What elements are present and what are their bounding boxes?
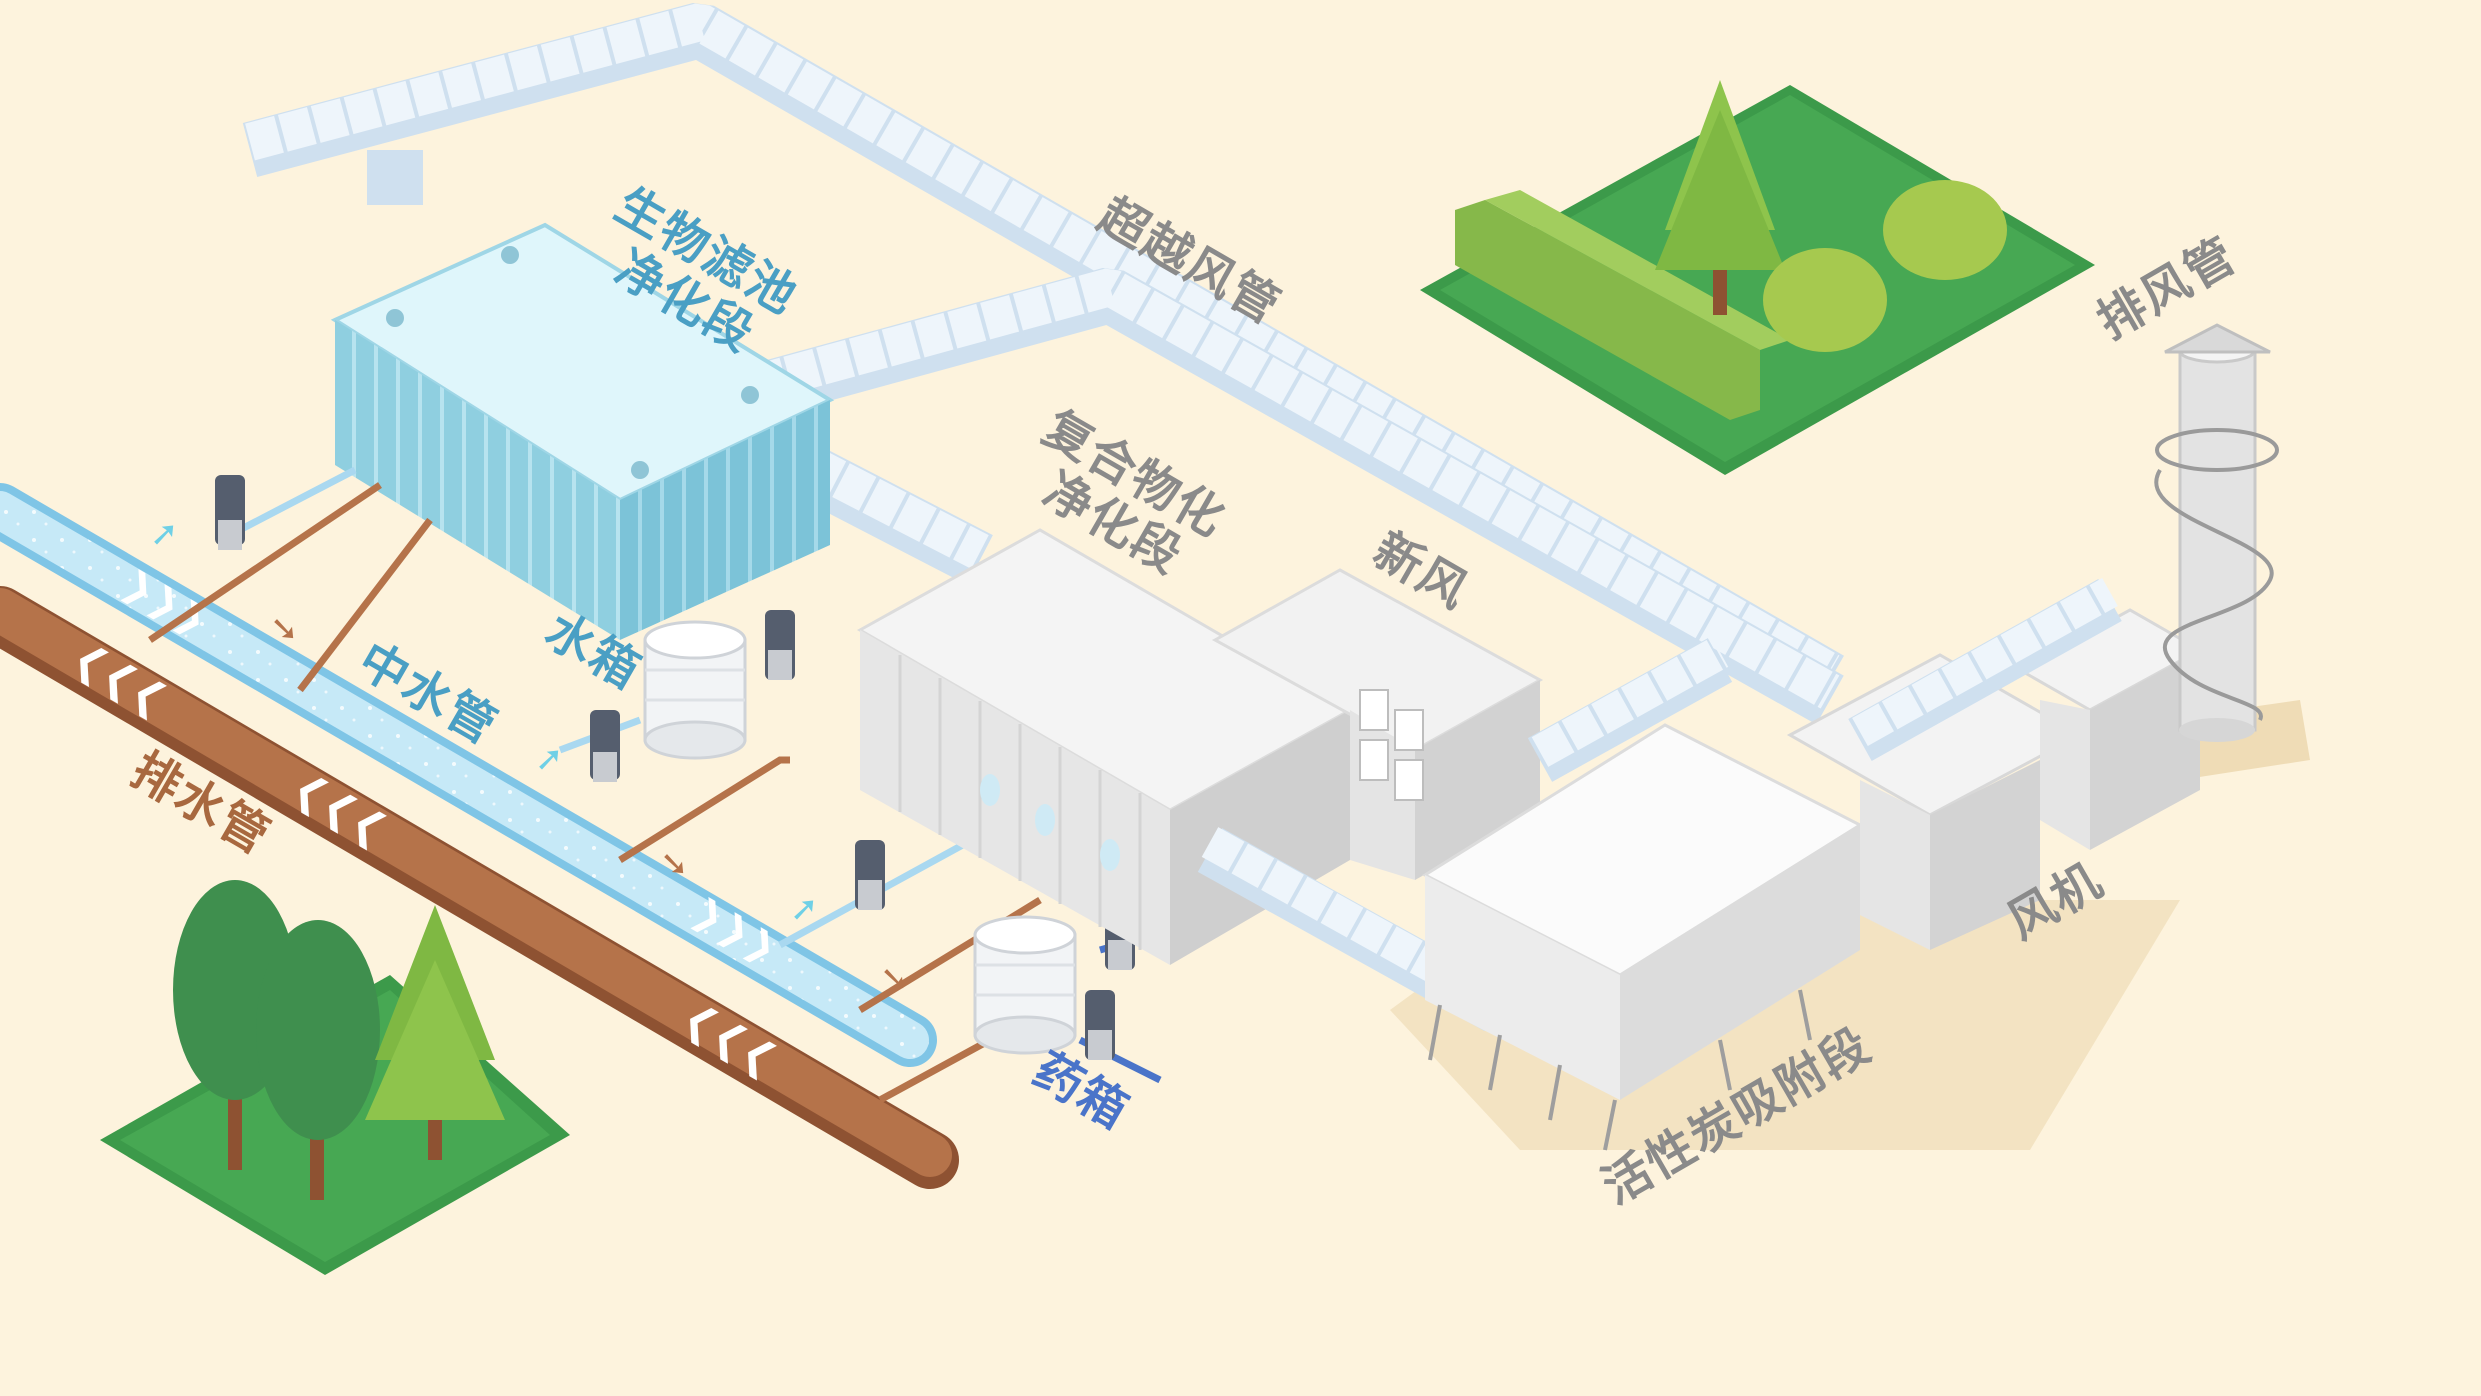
tree-plot-top <box>1420 80 2095 475</box>
chemical-tank[interactable] <box>973 915 1077 1055</box>
activated-carbon-unit[interactable] <box>1421 723 1864 1151</box>
pump[interactable] <box>590 710 620 782</box>
pump[interactable] <box>1085 990 1115 1060</box>
water-tank[interactable] <box>643 620 747 760</box>
tree-plot-bottom <box>100 880 570 1275</box>
fresh-air-unit[interactable] <box>1211 568 1544 880</box>
exhaust-tower[interactable] <box>2154 323 2279 742</box>
svg-text:➚: ➚ <box>790 889 819 929</box>
svg-text:➘: ➘ <box>270 609 299 649</box>
pump[interactable] <box>215 475 245 550</box>
reclaimed-water-pipe: ❯❯❯ ❯❯❯ <box>0 483 937 1067</box>
flow-arrows: ➚ ➘ ➚ ➘ ➚ ➘ <box>150 514 909 999</box>
svg-text:➚: ➚ <box>150 514 179 554</box>
svg-text:➚: ➚ <box>535 739 564 779</box>
bio-filter-tank[interactable] <box>330 222 835 640</box>
chem-tank-label: 药箱 <box>1024 1042 1139 1141</box>
pump[interactable] <box>765 610 795 680</box>
pump[interactable] <box>855 840 885 910</box>
fan-duct <box>1848 578 2122 761</box>
svg-text:➘: ➘ <box>880 959 909 999</box>
fan-unit[interactable] <box>1786 608 2204 950</box>
svg-text:➘: ➘ <box>660 844 689 884</box>
composite-treatment-unit[interactable] <box>856 528 1354 965</box>
